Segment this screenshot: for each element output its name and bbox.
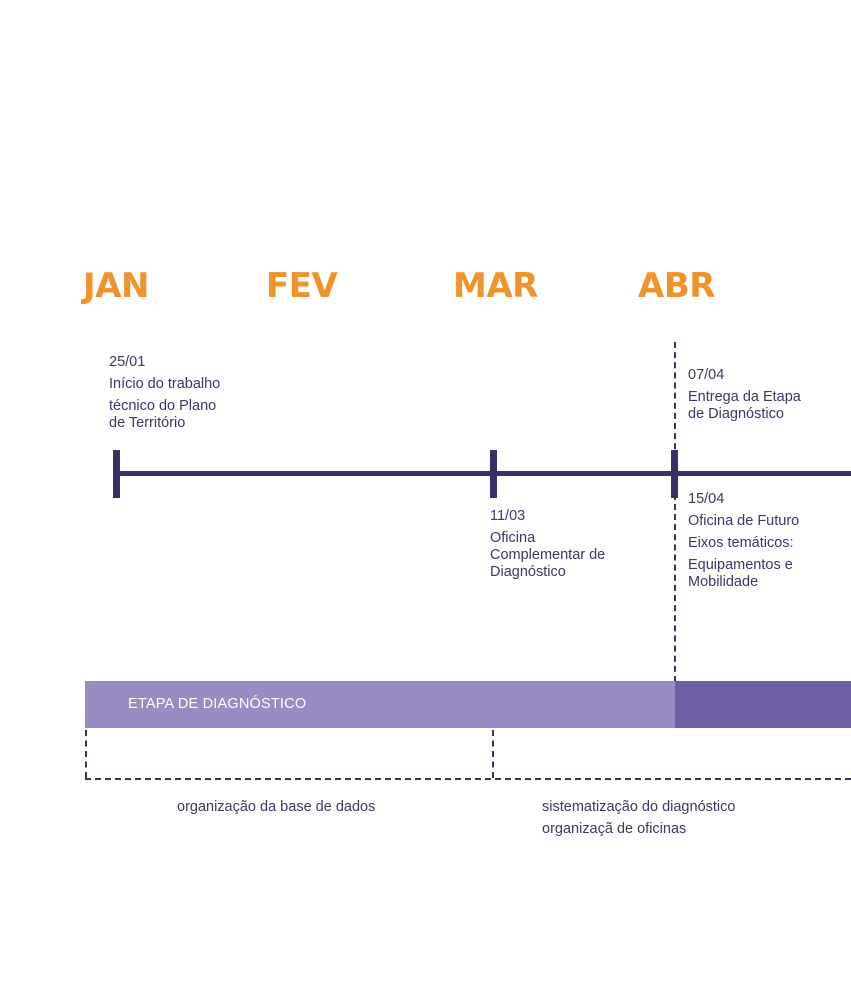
timeline-tick-abr	[671, 450, 678, 498]
event-text: Oficina	[490, 530, 536, 546]
abr-marker-line	[674, 342, 676, 682]
phase-band-diagnostico	[85, 681, 675, 728]
event-date: 07/04	[688, 367, 725, 383]
month-jan: JAN	[83, 266, 149, 306]
event-text: Equipamentos e	[688, 557, 793, 573]
event-text: Diagnóstico	[490, 564, 566, 580]
timeline-tick-jan	[113, 450, 120, 498]
activity-base-de-dados: organização da base de dados	[177, 796, 375, 818]
activity-bracket-bottom	[85, 778, 851, 780]
event-text: Início do trabalho	[109, 376, 221, 392]
event-date: 11/03	[490, 508, 526, 524]
phase-band-next	[675, 681, 851, 728]
event-date: 25/01	[109, 354, 146, 370]
activity-text: organizaçã de oficinas	[542, 821, 687, 837]
activity-bracket-mid	[492, 730, 494, 778]
event-text: Eixos temáticos:	[688, 535, 794, 551]
activity-text: organização da base de dados	[177, 799, 376, 815]
event-text: de Território	[109, 415, 186, 431]
timeline-tick-mar	[490, 450, 497, 498]
event-date: 15/04	[688, 491, 725, 507]
month-fev: FEV	[266, 266, 338, 306]
event-07-04: 07/04 Entrega da Etapa de Diagnóstico	[688, 367, 801, 423]
event-11-03: 11/03 Oficina Complementar de Diagnóstic…	[490, 508, 605, 581]
event-text: de Diagnóstico	[688, 406, 784, 422]
month-mar: MAR	[453, 266, 538, 306]
event-15-04: 15/04 Oficina de Futuro Eixos temáticos:…	[688, 491, 799, 591]
event-25-01: 25/01 Início do trabalho técnico do Plan…	[109, 354, 220, 432]
activity-sistematizacao: sistematização do diagnóstico organizaçã…	[542, 796, 735, 840]
event-text: Complementar de	[490, 547, 606, 563]
event-text: Mobilidade	[688, 574, 759, 590]
phase-band-label: ETAPA DE DIAGNÓSTICO	[128, 696, 307, 712]
timeline-axis	[120, 471, 851, 476]
activity-text: sistematização do diagnóstico	[542, 799, 736, 815]
event-text: Entrega da Etapa	[688, 389, 801, 405]
month-abr: ABR	[638, 266, 715, 306]
activity-bracket-left	[85, 730, 87, 778]
event-text: Oficina de Futuro	[688, 513, 800, 529]
event-text: técnico do Plano	[109, 398, 217, 414]
